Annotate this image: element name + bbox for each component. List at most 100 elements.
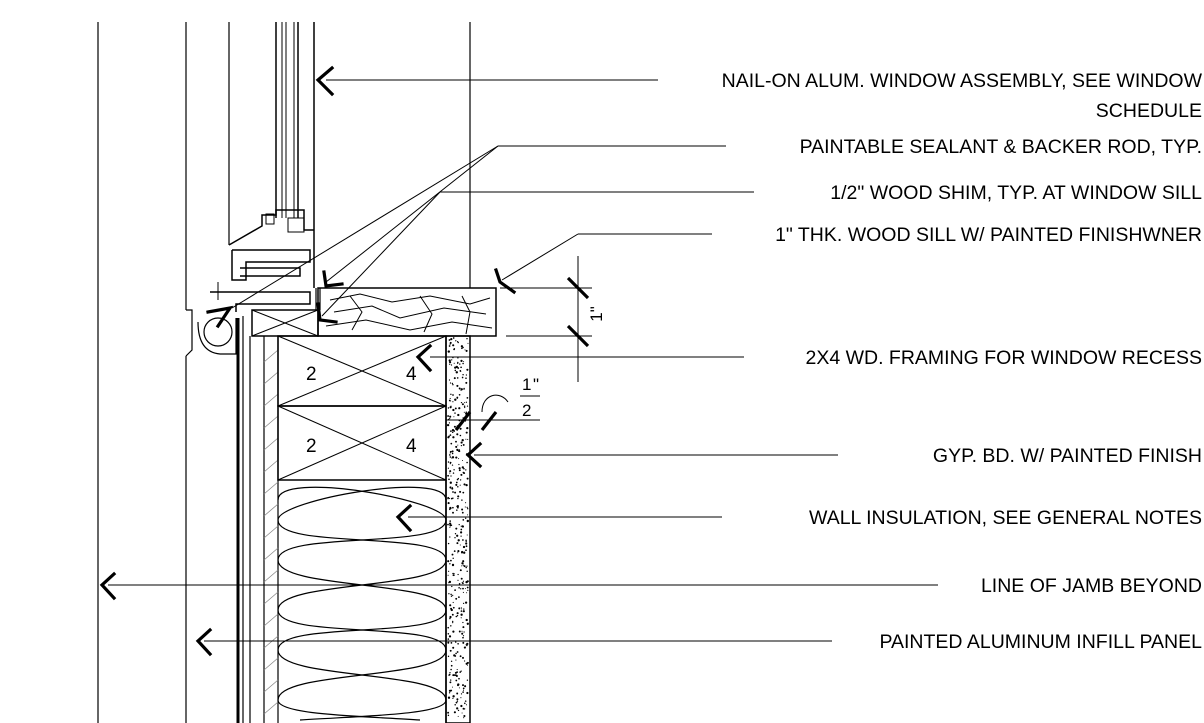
gyp-stipple [463,405,466,408]
gyp-stipple [448,478,450,481]
wood-shim [251,288,321,337]
gyp-stipple [456,506,459,508]
gyp-stipple [450,393,452,396]
gyp-stipple [466,691,469,695]
gyp-stipple [455,615,458,618]
gyp-stipple [452,491,454,493]
gyp-stipple [452,436,455,439]
gypsum-board [445,335,471,723]
gyp-stipple [449,456,452,458]
gyp-stipple [456,692,459,695]
gyp-stipple [458,687,460,689]
gyp-stipple [448,593,450,595]
gyp-stipple [464,685,467,688]
callout-wood-sill: 1" THK. WOOD SILL W/ PAINTED FINISHWNER [775,224,1202,246]
sheathing-hatch [263,503,279,517]
gyp-stipple [466,565,468,567]
gyp-stipple [463,717,465,719]
gyp-stipple [447,638,450,640]
gyp-stipple [448,635,452,638]
gyp-stipple [461,582,463,584]
gyp-stipple [451,620,454,623]
gyp-stipple [465,517,467,519]
exterior-sheathing [249,336,279,723]
gyp-stipple [454,491,457,494]
gyp-stipple [448,422,451,424]
gyp-stipple [456,509,458,511]
gyp-stipple [449,341,452,344]
arrowhead-infill [195,627,213,657]
gyp-stipple [452,344,455,347]
gyp-stipple [452,601,454,604]
gyp-stipple [465,349,468,352]
gyp-stipple [459,544,461,546]
sheathing-hatch [263,415,279,429]
gyp-stipple [447,633,450,635]
gyp-stipple [454,412,456,414]
gyp-stipple [465,374,468,376]
gyp-stipple [456,707,459,710]
gyp-stipple [451,359,453,361]
gyp-stipple [465,542,468,545]
gyp-stipple [455,641,457,643]
gyp-stipple [462,635,465,637]
gyp-stipple [449,363,451,365]
gyp-stipple [461,459,464,462]
arrowhead-sealant [206,305,234,329]
gyp-stipple [459,363,461,365]
gyp-stipple [456,340,459,343]
gyp-stipple [455,659,457,661]
gyp-stipple [448,692,451,694]
gyp-stipple [449,397,451,400]
gyp-stipple [458,469,461,472]
gyp-stipple [461,565,463,567]
gyp-stipple [461,562,464,565]
callout-labels: NAIL-ON ALUM. WINDOW ASSEMBLY, SEE WINDO… [722,70,1203,653]
callout-insulation: WALL INSULATION, SEE GENERAL NOTES [809,507,1202,529]
gyp-stipple [465,549,467,552]
sheathing-hatch [263,547,279,561]
gyp-stipple [460,359,463,363]
sheathing-hatch [263,459,279,473]
gyp-stipple [460,525,462,527]
arrowhead-gyp [465,441,483,469]
gyp-stipple [449,486,452,489]
gyp-stipple [466,664,468,666]
gyp-stipple [453,362,455,364]
gyp-stipple [461,656,465,659]
gyp-stipple [451,464,454,466]
gyp-stipple [451,553,454,556]
gyp-stipple [467,438,469,440]
gyp-stipple [448,689,452,692]
gyp-stipple [465,431,468,434]
gyp-stipple [465,502,467,504]
gyp-stipple [452,574,454,576]
gyp-stipple [461,347,463,350]
gyp-stipple [452,511,454,514]
gyp-stipple [447,714,450,717]
gyp-stipple [462,564,464,566]
gyp-stipple [453,416,455,418]
gyp-stipple [462,560,465,563]
gyp-stipple [466,426,469,430]
gyp-stipple [455,365,458,369]
gyp-stipple [447,436,450,439]
gyp-stipple [448,582,450,584]
gyp-stipple [460,441,463,444]
gyp-stipple [449,649,452,652]
wall-insulation [277,480,447,723]
gyp-stipple [448,580,452,584]
gyp-thickness-dimension: 1 " 2 [446,375,540,431]
gyp-stipple [463,387,465,390]
sheathing-hatch [263,349,279,363]
gyp-stipple [461,376,464,379]
gyp-stipple [466,586,469,589]
gyp-stipple [458,630,461,633]
gyp-stipple [447,655,450,658]
gyp-stipple [452,408,455,412]
gyp-stipple [452,686,453,688]
gyp-stipple [461,630,463,632]
callout-infill-panel: PAINTED ALUMINUM INFILL PANEL [879,631,1202,653]
gyp-stipple [455,674,458,677]
